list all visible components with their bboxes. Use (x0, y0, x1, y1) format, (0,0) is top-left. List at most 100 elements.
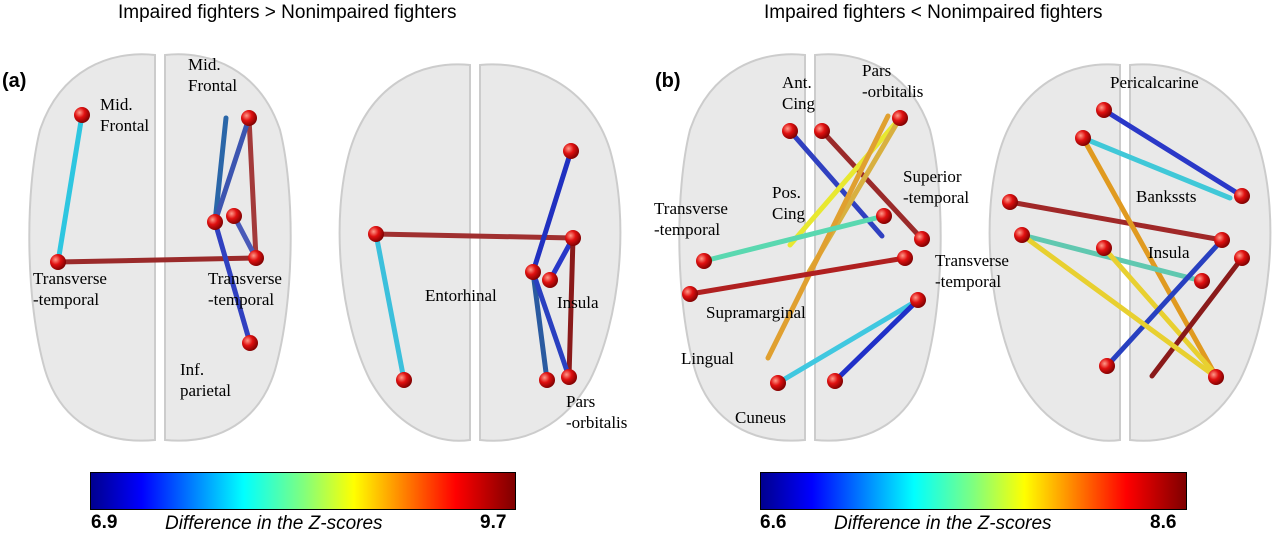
node (226, 208, 242, 224)
colorbar-b (760, 472, 1187, 510)
node (50, 254, 66, 270)
colorbar-a-max: 9.7 (480, 512, 507, 533)
region-label-cuneus: Cuneus (735, 408, 786, 427)
node (1014, 227, 1030, 243)
region-label-lingual: Lingual (681, 349, 734, 368)
brain-outline-a-top (28, 53, 292, 442)
node (1234, 250, 1250, 266)
edge (765, 113, 891, 361)
region-label-transverse-temporal-right: Transverse -temporal (208, 269, 282, 309)
edge (530, 269, 572, 380)
node (242, 335, 258, 351)
nodes-panel-b (682, 102, 1250, 391)
node (396, 372, 412, 388)
region-label-transverse-temporal-b-right: Transverse -temporal (935, 251, 1009, 291)
colorbar-b-max: 8.6 (1150, 512, 1177, 533)
node (563, 143, 579, 159)
brain-outline-a-bottom (338, 63, 622, 442)
region-label-entorhinal: Entorhinal (425, 286, 497, 305)
node (782, 123, 798, 139)
node (542, 272, 558, 288)
colorbar-a (90, 472, 516, 510)
edge (530, 148, 574, 275)
edge (1019, 232, 1219, 380)
edge (373, 231, 576, 241)
region-label-inf-parietal: Inf. parietal (180, 360, 231, 400)
edge (775, 297, 921, 386)
colorbar-a-min: 6.9 (91, 512, 118, 533)
panel-b-title: Impaired fighters < Nonimpaired fighters (764, 2, 1103, 23)
region-label-pos-cing: Pos. Cing (772, 183, 806, 223)
edge (373, 231, 407, 383)
region-label-transverse-temporal-b-left: Transverse -temporal (654, 199, 728, 239)
region-label-superior-temporal: Superior -temporal (903, 167, 970, 207)
node (897, 250, 913, 266)
node (561, 369, 577, 385)
edge (1104, 237, 1225, 369)
node (248, 250, 264, 266)
node (1099, 358, 1115, 374)
node (914, 231, 930, 247)
edge (55, 112, 85, 265)
region-label-pars-orbitalis: Pars -orbitalis (566, 392, 628, 432)
edges-panel-b (687, 107, 1245, 386)
panel-a-title: Impaired fighters > Nonimpaired fighters (118, 2, 457, 23)
region-label-pericalcarine: Pericalcarine (1110, 73, 1199, 92)
node (1214, 232, 1230, 248)
node (207, 214, 223, 230)
panel-b-label: (b) (655, 70, 681, 92)
edge (246, 115, 259, 261)
colorbar-a-caption: Difference in the Z-scores (165, 513, 383, 534)
node (241, 110, 257, 126)
node (876, 208, 892, 224)
node (770, 375, 786, 391)
node (696, 253, 712, 269)
node (827, 373, 843, 389)
node (525, 264, 541, 280)
node (565, 230, 581, 246)
node (1234, 188, 1250, 204)
region-label-supramarginal: Supramarginal (706, 303, 806, 322)
edge (1101, 107, 1245, 199)
edge (1080, 135, 1220, 381)
node (814, 123, 830, 139)
edge (1149, 255, 1245, 379)
region-label-mid-frontal-left: Mid. Frontal (100, 95, 150, 135)
edge (787, 115, 903, 248)
region-label-insula-b: Insula (1148, 243, 1190, 262)
region-label-transverse-temporal-left: Transverse -temporal (33, 269, 107, 309)
node (74, 107, 90, 123)
node (539, 372, 555, 388)
edge (55, 255, 259, 265)
region-label-insula: Insula (557, 293, 599, 312)
node (368, 226, 384, 242)
region-label-bankssts: Bankssts (1136, 187, 1197, 206)
edge (819, 128, 925, 242)
edge (1007, 199, 1225, 243)
edge (566, 235, 576, 380)
brain-outline-b-bottom (988, 63, 1272, 442)
node (1002, 194, 1018, 210)
edge (530, 269, 550, 383)
node (1075, 130, 1091, 146)
region-label-mid-frontal-right: Mid. Frontal (188, 55, 238, 95)
node (1208, 369, 1224, 385)
node (682, 286, 698, 302)
edge (701, 213, 887, 264)
colorbar-b-caption: Difference in the Z-scores (834, 513, 1052, 534)
node (1194, 273, 1210, 289)
node (1096, 102, 1112, 118)
edge (212, 115, 252, 225)
edge (832, 297, 921, 384)
edge (1080, 135, 1233, 201)
panel-a-label: (a) (2, 70, 27, 92)
edge (212, 219, 253, 346)
nodes-panel-a (50, 107, 581, 388)
colorbar-b-min: 6.6 (760, 512, 787, 533)
node (910, 292, 926, 308)
node (1096, 240, 1112, 256)
edge (687, 255, 908, 297)
region-label-ant-cing: Ant. Cing (782, 73, 816, 113)
edge (212, 115, 229, 225)
